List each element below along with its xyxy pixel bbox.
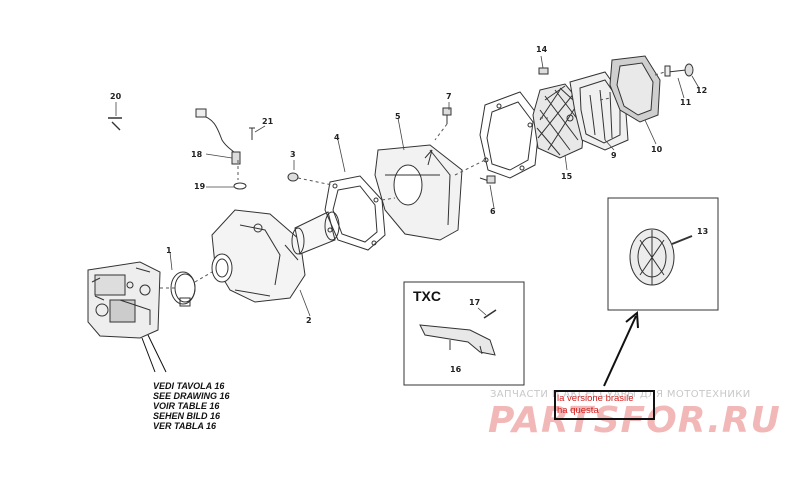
clip-part	[538, 67, 549, 75]
hose-clamp-part	[170, 271, 196, 307]
callout-9: 9	[611, 151, 617, 160]
txc-label: TXC	[413, 288, 441, 304]
gasket-plate-part	[324, 175, 386, 251]
callout-13: 13	[697, 227, 709, 236]
screw-part-17	[483, 309, 497, 319]
reference-line: VOIR TABLE 16	[153, 401, 220, 411]
airbox-front-housing	[211, 209, 306, 303]
reference-line: SEE DRAWING 16	[153, 391, 230, 401]
callout-6: 6	[490, 207, 496, 216]
reference-line: VER TABLA 16	[153, 421, 217, 431]
inset-arrow	[603, 310, 639, 387]
reference-line: SEHEN BILD 16	[153, 411, 221, 421]
callout-14: 14	[536, 45, 548, 54]
callout-15: 15	[561, 172, 573, 181]
screw-7-part	[442, 107, 452, 124]
callout-10: 10	[651, 145, 663, 154]
callout-4: 4	[334, 133, 340, 142]
bolt-21-part	[249, 127, 255, 140]
callout-2: 2	[306, 316, 312, 325]
callout-3: 3	[290, 150, 296, 159]
throttle-body-part	[87, 261, 161, 339]
callout-16: 16	[450, 365, 462, 374]
callout-12: 12	[696, 86, 708, 95]
callout-18: 18	[191, 150, 203, 159]
callout-5: 5	[395, 112, 401, 121]
callout-7: 7	[446, 92, 452, 101]
washer-part	[233, 182, 247, 190]
callout-21: 21	[262, 117, 274, 126]
air-filter-mesh-part	[532, 83, 586, 159]
callout-19: 19	[194, 182, 206, 191]
filter-frame-part	[479, 91, 541, 179]
detail-inset-box	[607, 197, 719, 311]
callout-17: 17	[469, 298, 481, 307]
nut-part	[287, 172, 299, 182]
note-line-2: ha questa	[557, 405, 599, 416]
callout-leaders	[115, 55, 700, 317]
screw-6-part	[479, 175, 496, 184]
callout-11: 11	[680, 98, 692, 107]
reference-leaders	[141, 334, 167, 373]
callout-1: 1	[166, 246, 172, 255]
detail-part-13	[629, 228, 693, 286]
rivet-part	[108, 117, 122, 131]
reference-line: VEDI TAVOLA 16	[153, 381, 225, 391]
outer-cover-part	[609, 55, 661, 123]
note-line-1: la versione brasile	[557, 393, 634, 404]
airbox-main-part	[374, 144, 463, 241]
intake-tube-part	[291, 211, 340, 255]
bracket-part-16	[419, 324, 496, 356]
note-box	[554, 390, 655, 420]
txc-inset-box	[403, 281, 525, 386]
watermark-text: ЗАПЧАСТИ И АКСЕССУАРЫ ДЛЯ МОТОТЕХНИКИ	[490, 389, 751, 400]
assembly-dashed-lines	[160, 71, 666, 289]
watermark-logo: PARTSFOR.RU	[488, 400, 781, 441]
cover-screw-part	[664, 63, 694, 77]
reference-text-block: VEDI TAVOLA 16 SEE DRAWING 16 VOIR TABLE…	[153, 381, 230, 431]
callout-20: 20	[110, 92, 122, 101]
